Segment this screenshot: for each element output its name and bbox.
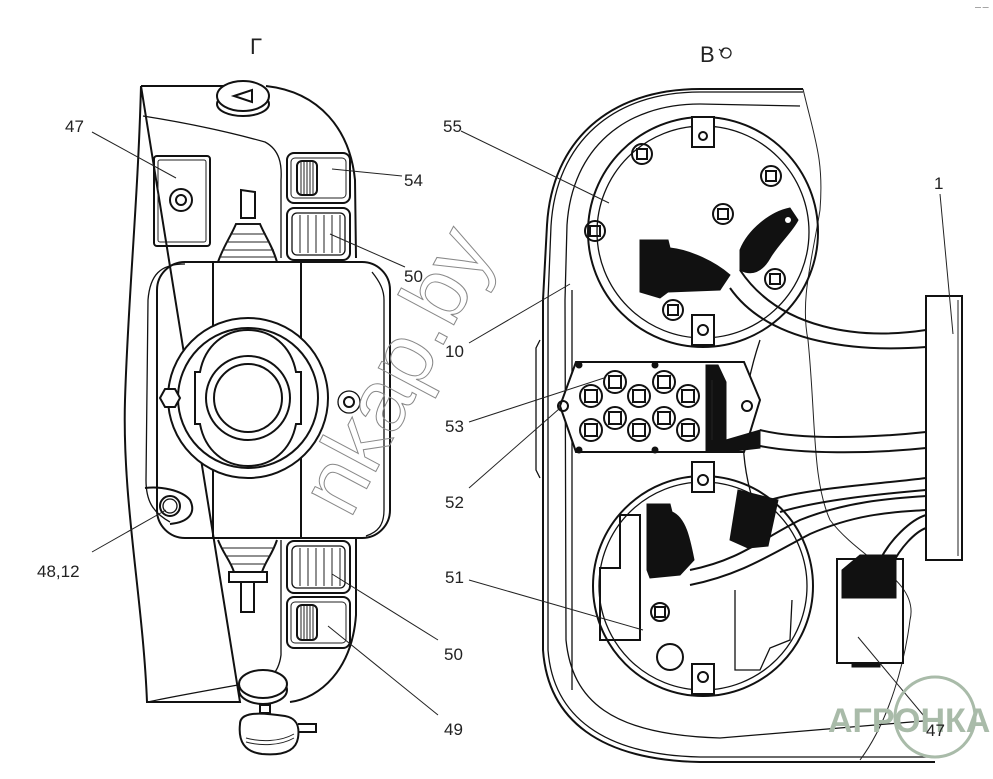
switch-54[interactable] [286, 152, 351, 204]
drain-hole [656, 643, 684, 671]
wiring-harness [689, 269, 927, 586]
panel-housing-outline [123, 85, 357, 703]
cover-fasteners [584, 143, 786, 321]
connector-lower-left [646, 503, 695, 579]
callout-48-12: 48,12 [37, 562, 80, 581]
bracket-lower-top [691, 461, 715, 493]
bracket-lower-bottom [691, 663, 715, 695]
logo-text: АГРОНКА [828, 702, 990, 740]
callout-52: 52 [445, 493, 464, 512]
callout-49: 49 [444, 720, 463, 739]
logo-ring [893, 675, 977, 759]
rotation-icon [718, 47, 732, 59]
switch-49[interactable] [286, 596, 351, 649]
cover-step [734, 590, 793, 671]
callout-51: 51 [445, 568, 464, 587]
plug-hole [785, 217, 791, 223]
button-47[interactable] [153, 155, 211, 247]
relay-module-47 [836, 554, 904, 668]
screw-48-12 [144, 486, 194, 525]
lower-gaiter [217, 539, 278, 613]
callout-50-bottom: 50 [444, 645, 463, 664]
triangle-arrow-icon [230, 88, 253, 104]
bracket-top [691, 116, 715, 148]
connector-lower-right [729, 489, 779, 549]
roller-50-top[interactable] [286, 207, 351, 261]
top-knob[interactable] [216, 80, 270, 117]
callout-10: 10 [445, 342, 464, 361]
panel-inner-edge-top [142, 115, 282, 258]
connector-plate-53 [557, 361, 762, 454]
watermark-logo: АГРОНКА [828, 675, 990, 759]
connector-plug-upper [739, 207, 799, 274]
callout-50-top: 50 [404, 267, 423, 286]
callout-1: 1 [934, 174, 943, 193]
plate-connector [705, 364, 761, 453]
view-label-left: Г [250, 34, 262, 59]
upper-cover-55 [584, 116, 819, 348]
roller-50-bottom[interactable] [286, 540, 351, 594]
upper-gaiter [217, 188, 278, 263]
connector-upper [639, 239, 731, 299]
mounting-hole-right [337, 390, 361, 414]
callout-47-bottom: 47 [926, 721, 945, 740]
callout-54: 54 [404, 171, 423, 190]
view-labels: Г В [250, 34, 732, 67]
callout-53: 53 [445, 417, 464, 436]
plate-hole-52 [557, 400, 569, 412]
callout-47-top: 47 [65, 117, 84, 136]
plate-terminals [579, 370, 700, 442]
ignition-key[interactable] [238, 669, 317, 756]
cover-tab-51 [599, 514, 641, 641]
bracket-mid [691, 314, 715, 346]
leader-lines [91, 130, 954, 717]
left-view-panel [123, 80, 391, 756]
callout-labels: 47 54 50 48,12 50 49 55 10 53 52 51 1 47 [37, 117, 945, 740]
hex-bolt-icon [158, 388, 182, 408]
view-label-right: В [700, 42, 715, 67]
corner-mark: — — [975, 5, 989, 11]
callout-55: 55 [443, 117, 462, 136]
lower-cover-51 [592, 461, 814, 697]
grommet-1 [925, 295, 963, 561]
